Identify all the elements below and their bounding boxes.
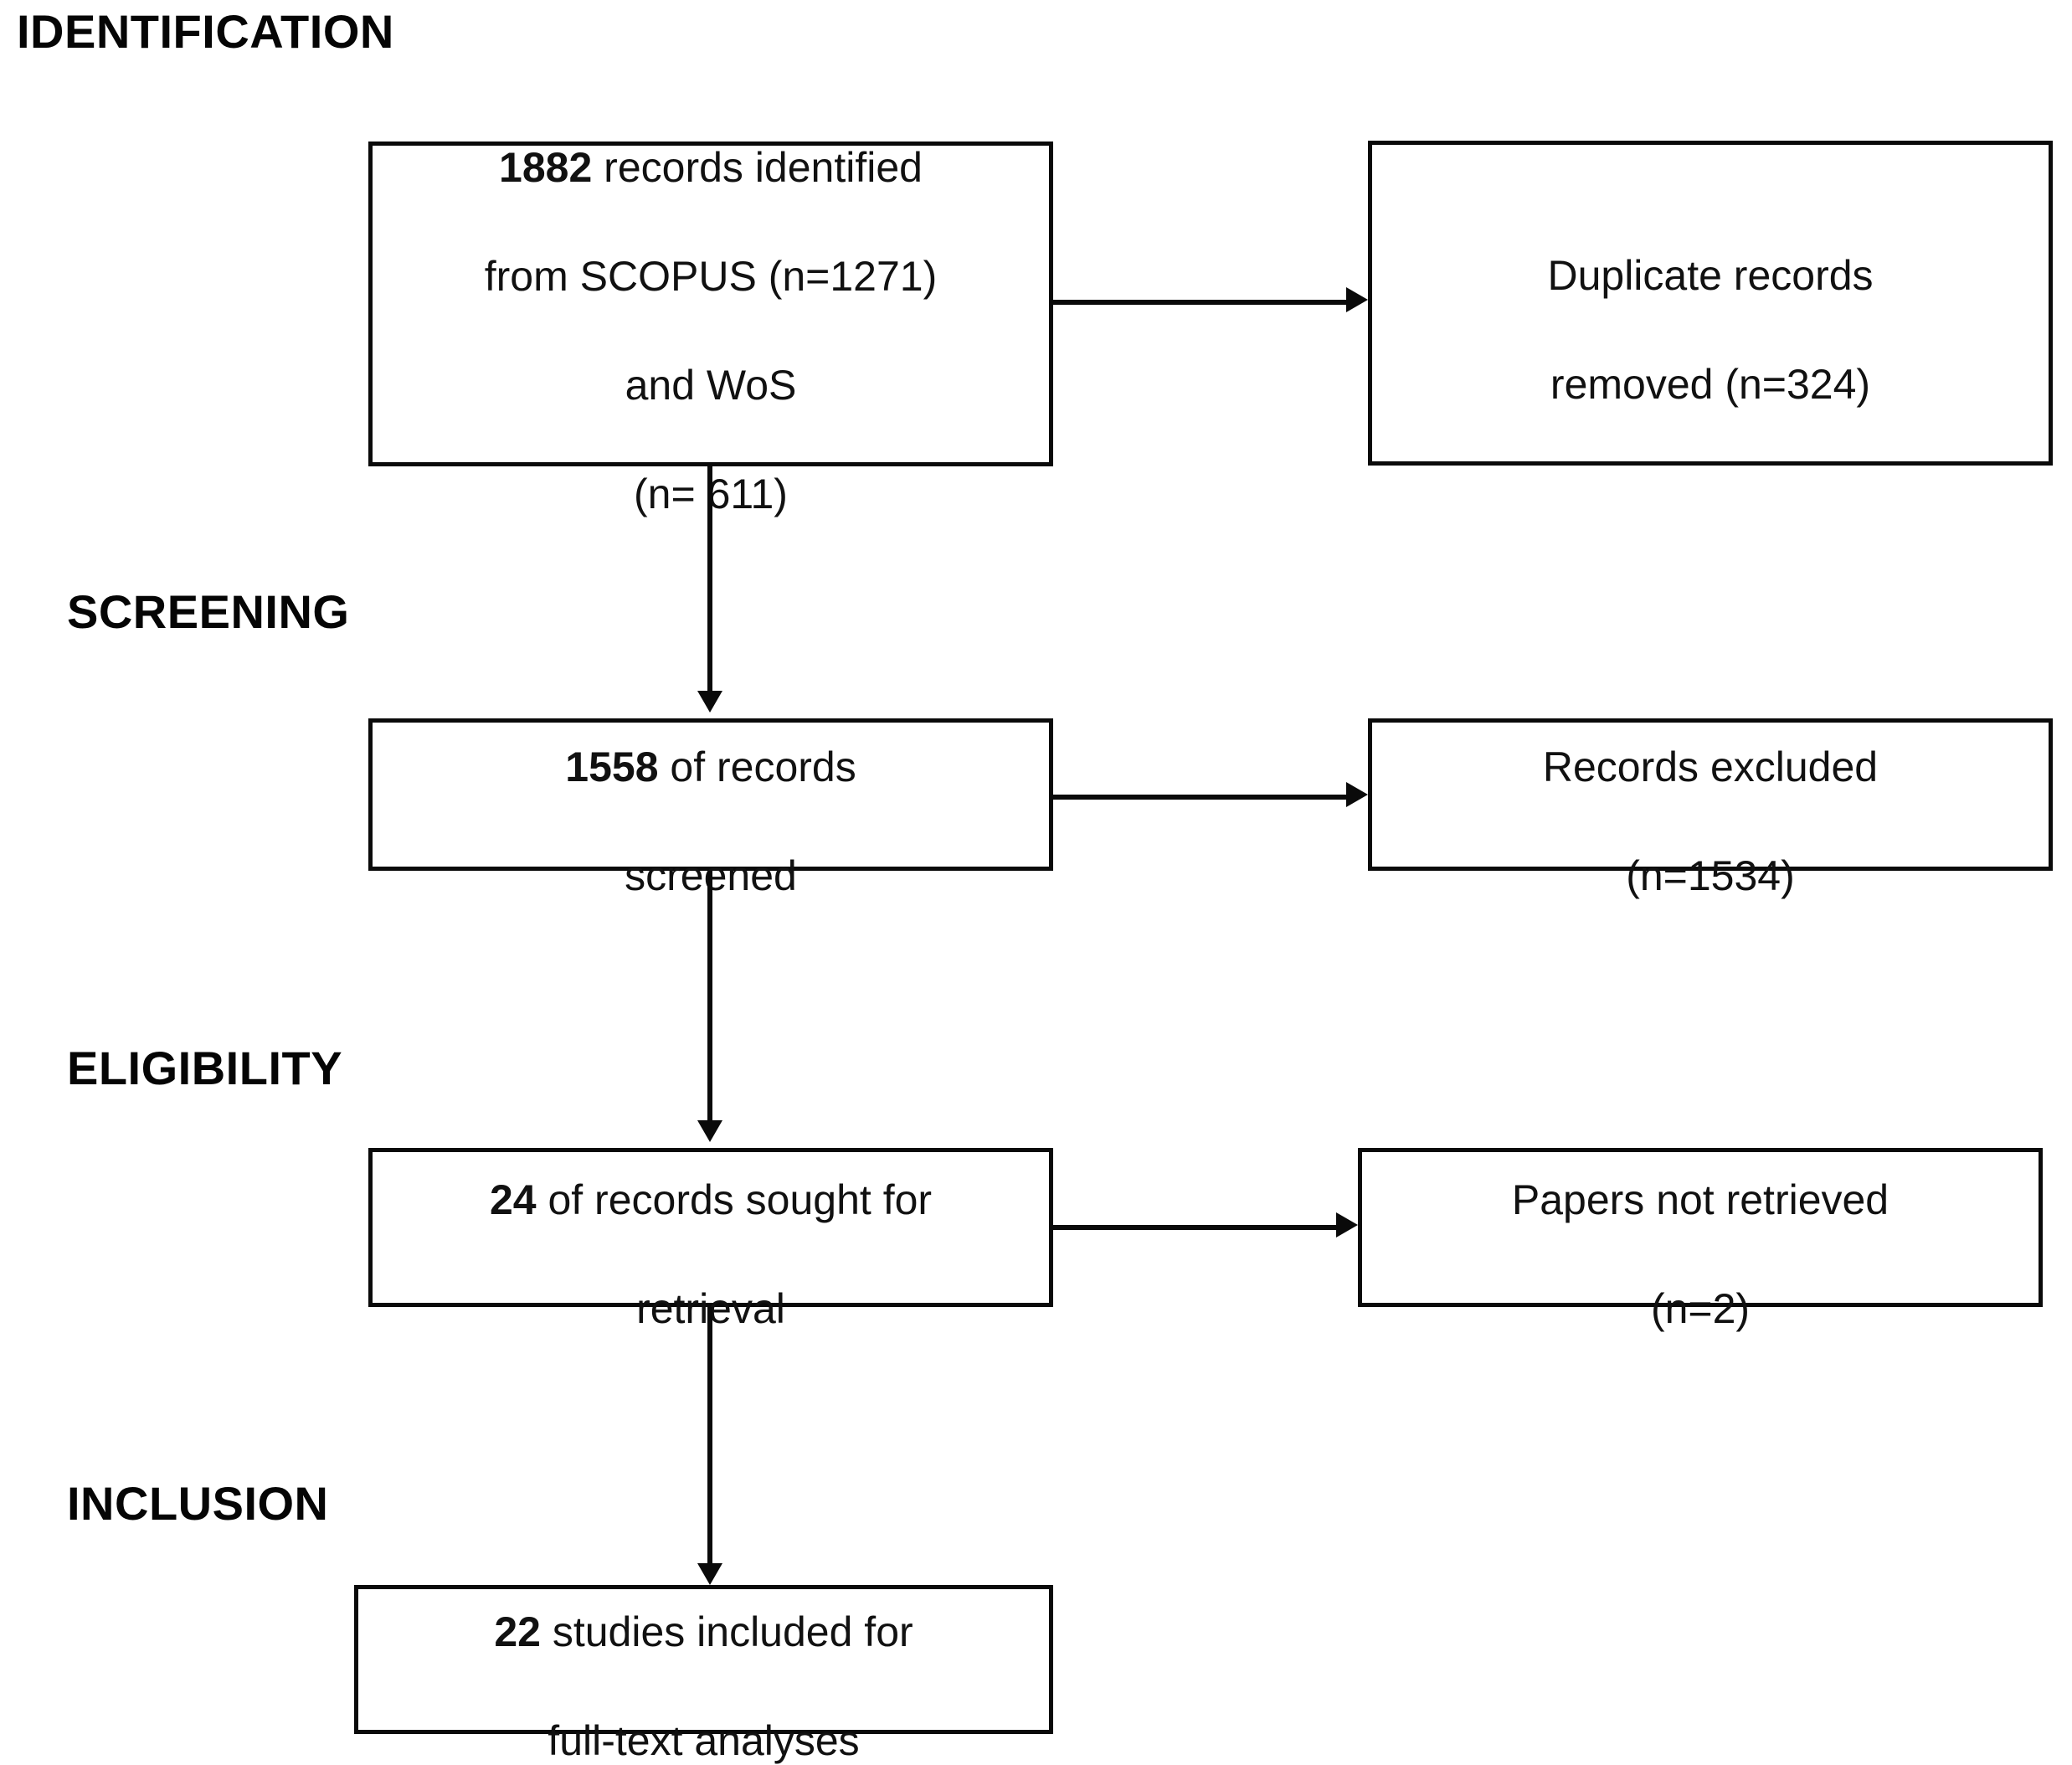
records-excluded-line1: Records excluded: [1542, 744, 1879, 790]
studies-included-line2: full-text analyses: [548, 1717, 860, 1764]
box-records-screened-text: 1558 of records screened: [553, 686, 867, 903]
box-records-identified: 1882 records identified from SCOPUS (n=1…: [368, 142, 1053, 517]
studies-included-line1-rest: studies included for: [540, 1608, 913, 1655]
stage-label-eligibility: ELIGIBILITY: [67, 1042, 343, 1094]
papers-not-retrieved-line1: Papers not retrieved: [1511, 1176, 1889, 1223]
studies-included-count: 22: [494, 1608, 541, 1655]
duplicates-line1: Duplicate records: [1547, 252, 1874, 299]
box-studies-included-text: 22 studies included for full-text analys…: [482, 1551, 924, 1765]
box-records-sought-for-retrieval-text: 24 of records sought for retrieval: [478, 1119, 943, 1336]
records-identified-line2: from SCOPUS (n=1271): [484, 253, 938, 300]
records-excluded-line2: (n=1534): [1626, 852, 1795, 899]
stage-label-screening: SCREENING: [67, 585, 350, 638]
box-duplicate-records-removed: Duplicate records removed (n=324): [1368, 141, 2053, 466]
connector-sought-to-included: [707, 1307, 712, 1567]
box-records-excluded-text: Records excluded (n=1534): [1531, 686, 1889, 903]
arrowhead-identified-to-duplicates: [1346, 287, 1368, 312]
stage-label-identification: IDENTIFICATION: [17, 5, 394, 58]
connector-identified-to-screened: [707, 466, 712, 694]
connector-sought-to-not-retrieved: [1053, 1225, 1339, 1230]
arrowhead-sought-to-included: [697, 1563, 722, 1585]
box-records-excluded: Records excluded (n=1534): [1368, 718, 2053, 899]
connector-screened-to-excluded: [1053, 795, 1348, 800]
box-records-identified-text: 1882 records identified from SCOPUS (n=1…: [473, 86, 949, 522]
records-identified-count: 1882: [499, 144, 593, 191]
records-identified-line1-rest: records identified: [592, 144, 923, 191]
records-screened-line1-rest: of records: [658, 744, 856, 790]
records-identified-line3: and WoS: [625, 362, 797, 409]
box-studies-included: 22 studies included for full-text analys…: [354, 1585, 1053, 1764]
records-sought-count: 24: [489, 1176, 537, 1223]
connector-screened-to-sought: [707, 871, 712, 1124]
arrowhead-sought-to-not-retrieved: [1336, 1212, 1358, 1238]
box-duplicate-records-removed-text: Duplicate records removed (n=324): [1535, 194, 1884, 412]
duplicates-line2: removed (n=324): [1550, 361, 1871, 408]
connector-identified-to-duplicates: [1053, 300, 1348, 305]
box-records-screened: 1558 of records screened: [368, 718, 1053, 899]
records-screened-count: 1558: [565, 744, 659, 790]
stage-label-inclusion: INCLUSION: [67, 1477, 329, 1530]
records-sought-line1-rest: of records sought for: [536, 1176, 933, 1223]
box-papers-not-retrieved-text: Papers not retrieved (n=2): [1500, 1119, 1900, 1336]
arrowhead-screened-to-excluded: [1346, 782, 1368, 807]
box-records-sought-for-retrieval: 24 of records sought for retrieval: [368, 1148, 1053, 1332]
arrowhead-screened-to-sought: [697, 1120, 722, 1142]
arrowhead-identified-to-screened: [697, 691, 722, 713]
box-papers-not-retrieved: Papers not retrieved (n=2): [1358, 1148, 2043, 1332]
records-identified-line4: (n= 611): [634, 471, 788, 517]
papers-not-retrieved-line2: (n=2): [1650, 1285, 1751, 1332]
